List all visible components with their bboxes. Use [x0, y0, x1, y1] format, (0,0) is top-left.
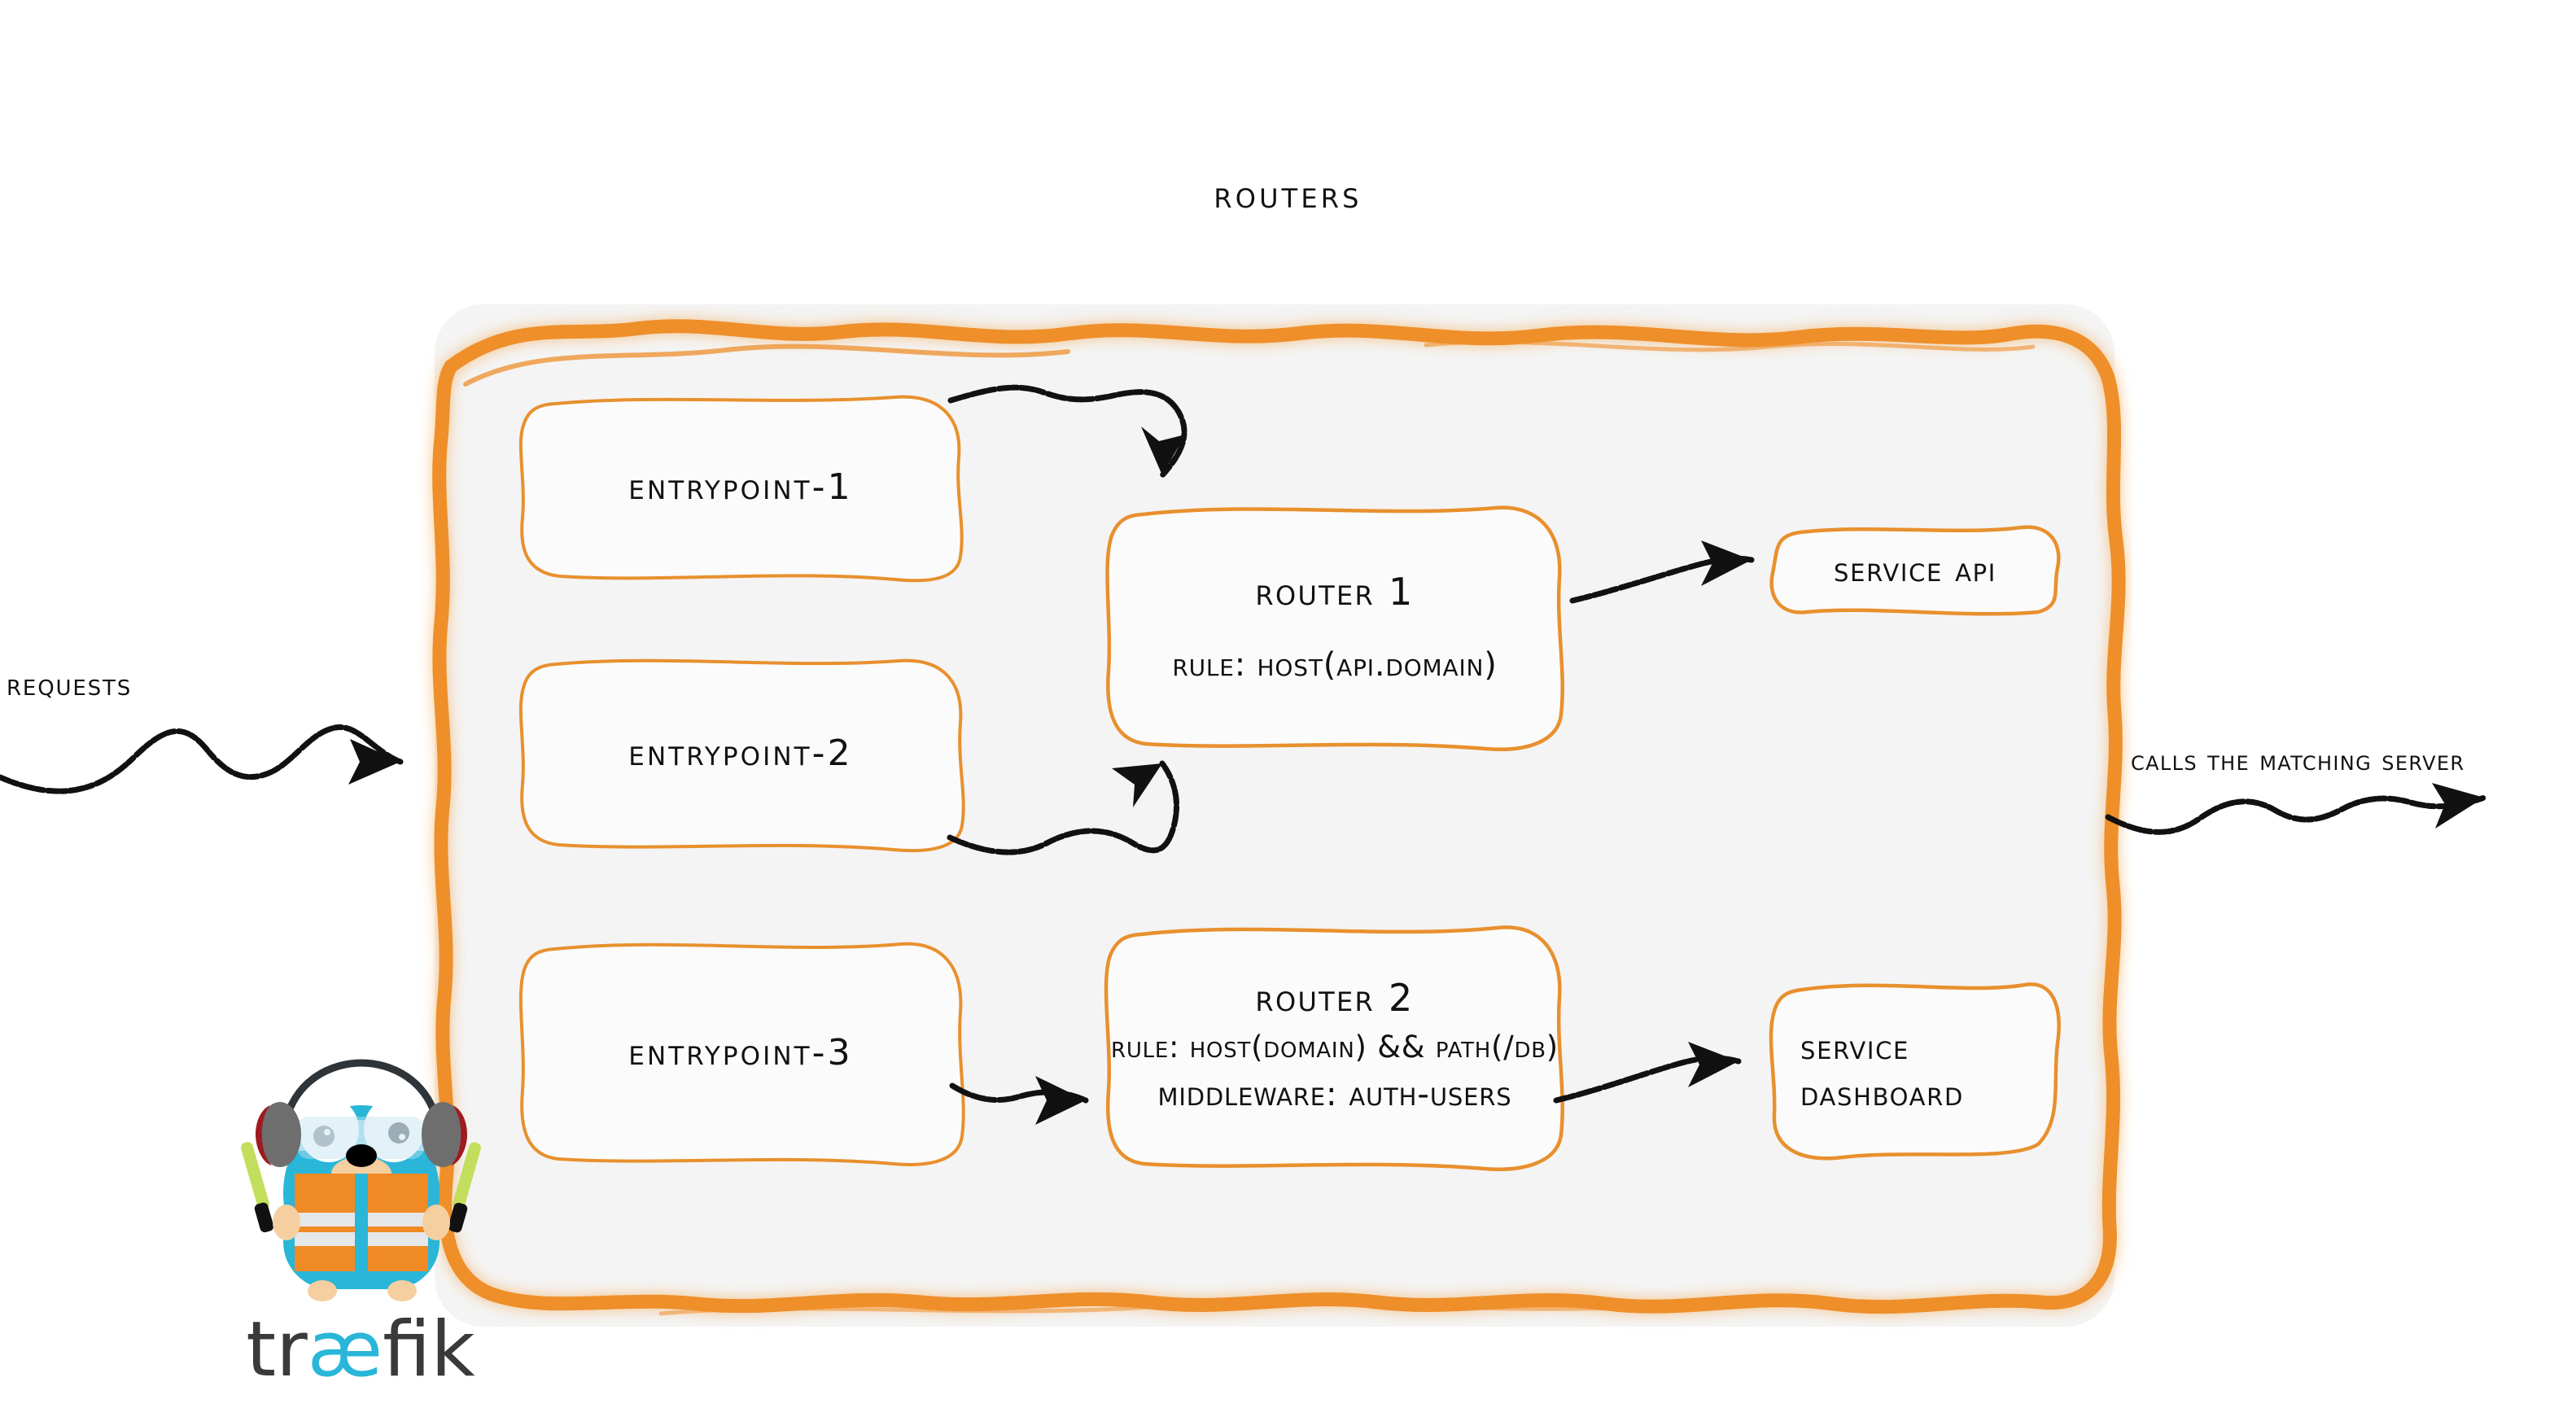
page-title: Routers [1214, 173, 1362, 216]
entrypoint-label: entrypoint-2 [628, 732, 853, 774]
router-box-2-outline [1104, 925, 1564, 1171]
arrow-container-to-calls [2105, 794, 2487, 835]
service-box-api[interactable]: Service API [1765, 521, 2066, 619]
entrypoint-box-2-outline [518, 658, 965, 853]
gopher-pupil-left-glint [324, 1129, 330, 1135]
entrypoint-box-2[interactable]: entrypoint-2 [513, 651, 969, 855]
service-box-dashboard-outline [1769, 982, 2061, 1161]
service-box-dashboard[interactable]: Service Dashboard [1765, 977, 2066, 1165]
entrypoint-box-1[interactable]: entrypoint-1 [513, 389, 969, 584]
vest-gap-2 [355, 1213, 368, 1246]
arrowhead-calls [2432, 783, 2484, 829]
requests-label: Requests [7, 667, 133, 702]
entrypoint-label: entrypoint-3 [628, 1031, 853, 1073]
gopher-foot-left [308, 1280, 337, 1301]
entrypoint-box-3-outline [518, 942, 965, 1166]
service-box-api-label-wrap: Service API [1765, 521, 2066, 619]
router-title: Router 1 [1255, 570, 1415, 614]
traefik-logo-svg: træfik [241, 1059, 481, 1394]
gopher-foot-right [387, 1280, 417, 1301]
service-label: Service API [1834, 549, 1997, 589]
service-label-line-2: Dashboard [1800, 1073, 1965, 1113]
router-title: Router 2 [1255, 975, 1415, 1020]
service-box-api-outline [1769, 525, 2061, 616]
traefik-logo: træfik [234, 1050, 487, 1400]
gopher-goggle-lens [296, 1117, 425, 1159]
gopher-nose [346, 1144, 377, 1167]
router-box-2[interactable]: Router 2 rule: Host(domain) && Path(/db)… [1099, 918, 1571, 1177]
marshalling-wand-right [448, 1142, 481, 1233]
entrypoint-box-3[interactable]: entrypoint-3 [513, 934, 969, 1170]
entrypoint-box-1-label-wrap: entrypoint-1 [513, 389, 969, 584]
entrypoint-box-2-label-wrap: entrypoint-2 [513, 651, 969, 855]
ear-muff-left [259, 1102, 301, 1167]
headphone-band-icon [281, 1059, 442, 1129]
entrypoint-box-3-label-wrap: entrypoint-3 [513, 934, 969, 1170]
ear-muff-left-rim [256, 1105, 272, 1165]
arrowhead-requests [348, 739, 400, 785]
service-label-line-1: Service [1800, 1027, 1910, 1068]
ear-muff-right [422, 1102, 464, 1167]
gopher-pupil-right-glint [399, 1134, 405, 1140]
router-middleware: Middleware: auth-users [1157, 1074, 1512, 1113]
marshalling-wand-left [241, 1142, 274, 1233]
traefik-wordmark: træfik [246, 1305, 475, 1394]
router-box-1-outline [1105, 505, 1564, 751]
router-rule: rule: Host(domain) && Path(/db) [1111, 1029, 1559, 1065]
arrow-requests-to-container [0, 724, 404, 794]
service-box-dashboard-label-wrap: Service Dashboard [1765, 977, 2066, 1165]
router-box-1-label-wrap: Router 1 rule: Host(api.domain) [1099, 496, 1571, 757]
gopher-hand-left [273, 1205, 300, 1240]
entrypoint-label: entrypoint-1 [628, 466, 853, 508]
entrypoint-box-1-outline [518, 395, 964, 583]
router-box-1[interactable]: Router 1 rule: Host(api.domain) [1099, 496, 1571, 757]
ear-muff-right-rim [451, 1105, 467, 1165]
router-rule: rule: Host(api.domain) [1172, 646, 1498, 684]
gopher-hand-right [422, 1205, 450, 1240]
calls-the-matching-server-label: Calls the matching server [2131, 745, 2465, 777]
router-box-2-label-wrap: Router 2 rule: Host(domain) && Path(/db)… [1099, 918, 1571, 1177]
